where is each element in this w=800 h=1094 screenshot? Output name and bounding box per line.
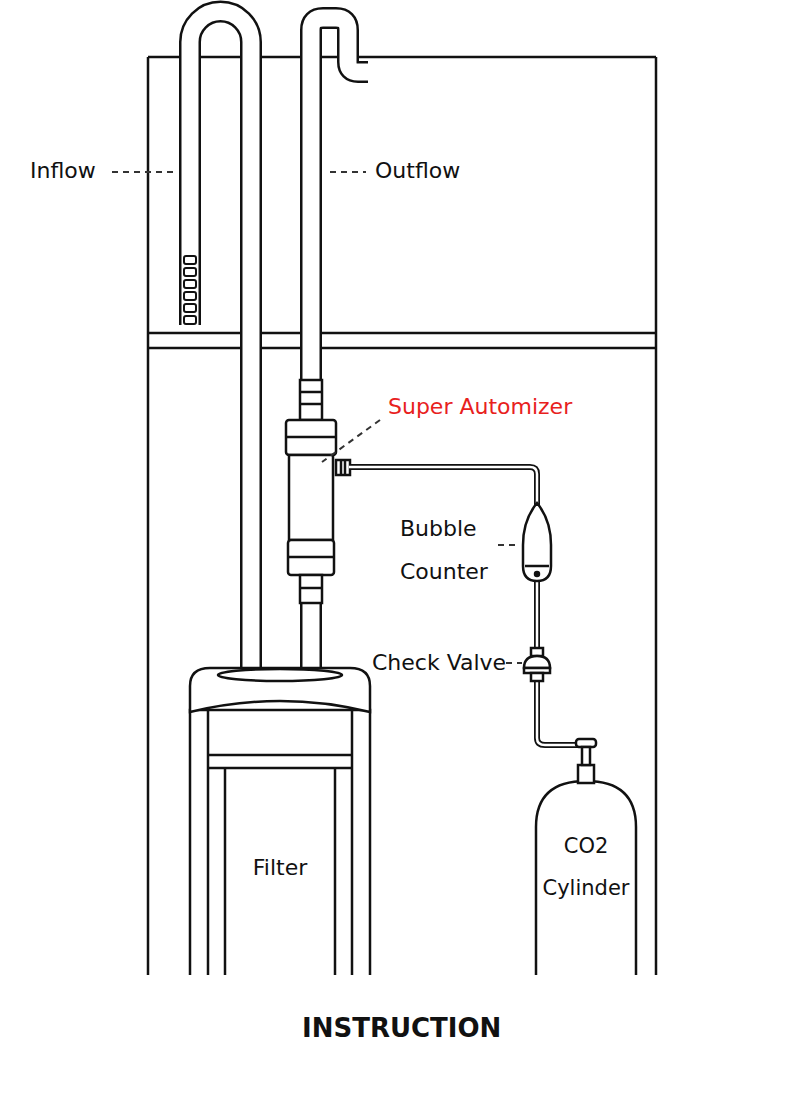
co2-hose (349, 467, 581, 745)
part-label: Inflow (30, 158, 96, 184)
part-label: Outflow (375, 158, 460, 184)
filter-body: Filter (188, 660, 372, 975)
inflow-pipe (184, 12, 251, 676)
part-label-highlight: Super Automizer (388, 394, 572, 420)
co2-cylinder: CO2 Cylinder (532, 735, 640, 975)
aquarium-outline (148, 57, 656, 975)
check-valve (524, 648, 550, 681)
part-label: Check Valve (372, 650, 506, 676)
atomizer (286, 380, 350, 603)
node-label: CO2 Cylinder (536, 825, 636, 909)
strainer (184, 256, 196, 324)
caption: INSTRUCTION (302, 1012, 501, 1044)
bubble-counter (523, 503, 551, 581)
node-label: Filter (225, 855, 335, 881)
filter-body-outline (188, 660, 372, 975)
part-label: Bubble Counter (400, 507, 500, 593)
